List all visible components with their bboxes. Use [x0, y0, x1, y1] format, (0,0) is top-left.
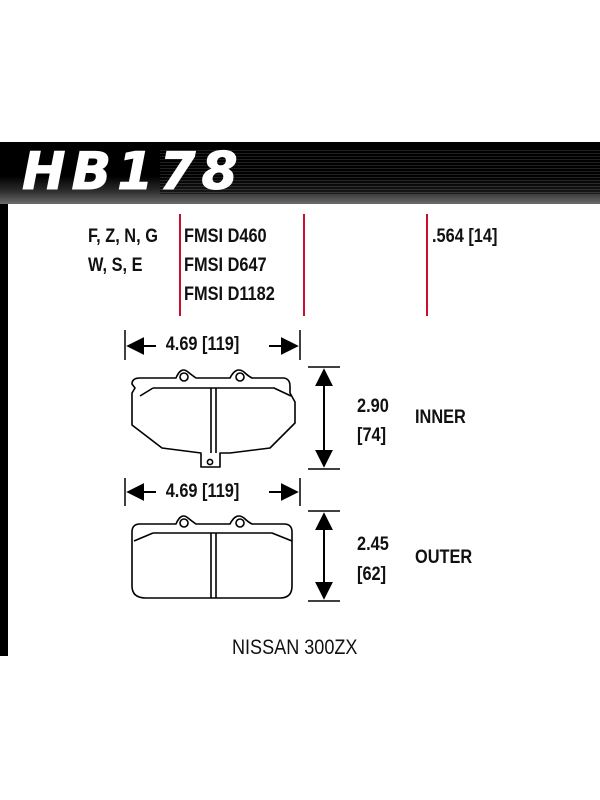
inner-pad-label: INNER — [415, 407, 466, 428]
left-border — [0, 204, 8, 656]
fmsi-3: FMSI D1182 — [184, 284, 275, 305]
compounds-line-1: F, Z, N, G — [88, 226, 158, 247]
outer-height-mm: [62] — [357, 564, 387, 585]
divider-2 — [303, 214, 305, 316]
divider-3 — [426, 214, 428, 316]
divider-1 — [179, 214, 181, 316]
fmsi-2: FMSI D647 — [184, 255, 267, 276]
outer-width-dimension — [124, 478, 301, 506]
outer-pad-outline — [131, 515, 293, 599]
inner-height-in: 2.90 — [357, 396, 389, 417]
inner-width-label: 4.69 [119] — [164, 332, 242, 358]
inner-pad-outline — [131, 369, 296, 468]
outer-pad-label: OUTER — [415, 547, 473, 568]
fmsi-1: FMSI D460 — [184, 226, 267, 247]
outer-width-label: 4.69 [119] — [164, 479, 242, 505]
thickness-value: .564 [14] — [432, 226, 498, 247]
inner-height-mm: [74] — [357, 425, 387, 446]
outer-height-dimension — [308, 510, 340, 602]
header-stripes — [160, 148, 600, 194]
part-number: HB178 — [22, 142, 244, 203]
vehicle-name: NISSAN 300ZX — [232, 636, 358, 659]
inner-width-dimension — [124, 330, 301, 360]
compounds-line-2: W, S, E — [88, 255, 143, 276]
inner-height-dimension — [308, 366, 340, 470]
outer-height-in: 2.45 — [357, 534, 389, 555]
